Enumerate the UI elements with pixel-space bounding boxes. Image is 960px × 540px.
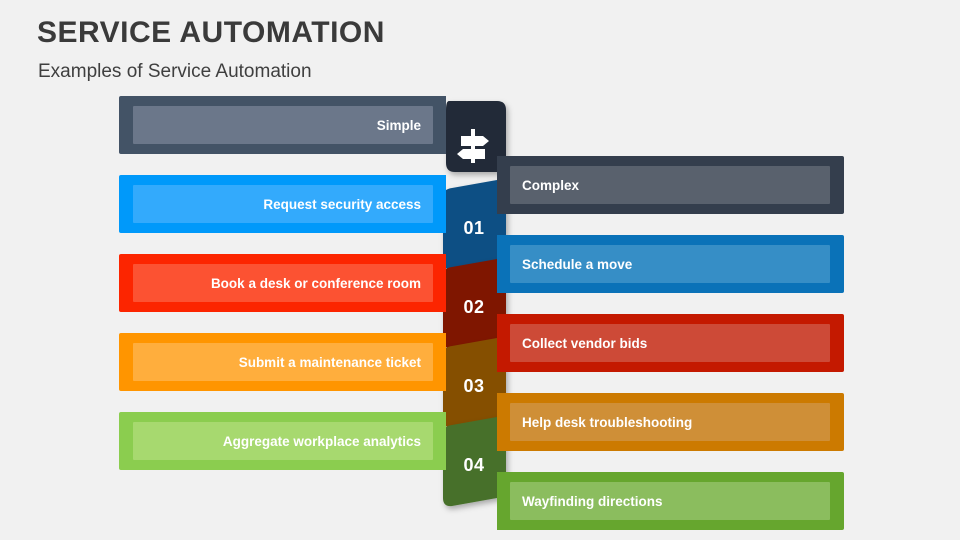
bar-right-04[interactable]: Wayfinding directions bbox=[497, 472, 844, 530]
badge-02-shape bbox=[443, 258, 506, 349]
bar-left-01-label: Request security access bbox=[263, 196, 421, 212]
page-subtitle: Examples of Service Automation bbox=[38, 61, 312, 82]
bar-right-02[interactable]: Collect vendor bids bbox=[497, 314, 844, 372]
bar-left-02[interactable]: Book a desk or conference room bbox=[119, 254, 446, 312]
bar-left-03-label: Submit a maintenance ticket bbox=[238, 354, 421, 370]
badge-01[interactable]: 01 bbox=[443, 180, 507, 268]
bar-complex-label: Complex bbox=[522, 177, 580, 193]
bar-right-02-label: Collect vendor bids bbox=[522, 335, 648, 351]
bar-right-01[interactable]: Schedule a move bbox=[497, 235, 844, 293]
bar-left-02-label: Book a desk or conference room bbox=[210, 275, 421, 291]
badge-03[interactable]: 03 bbox=[443, 338, 507, 426]
bar-left-04-label: Aggregate workplace analytics bbox=[222, 433, 421, 449]
badge-03-shape bbox=[443, 337, 506, 428]
bar-right-03-label: Help desk troubleshooting bbox=[522, 414, 693, 430]
signpost-icon bbox=[453, 128, 493, 164]
bar-right-01-label: Schedule a move bbox=[522, 256, 633, 272]
page-title: SERVICE AUTOMATION bbox=[37, 16, 385, 49]
badge-03-number: 03 bbox=[463, 375, 485, 396]
badge-04-shape bbox=[443, 416, 506, 507]
bar-right-04-label: Wayfinding directions bbox=[522, 493, 663, 509]
badge-01-shape bbox=[443, 179, 506, 270]
badge-02[interactable]: 02 bbox=[443, 259, 507, 347]
bar-simple-header[interactable]: Simple bbox=[119, 96, 446, 154]
badge-02-number: 02 bbox=[463, 296, 485, 317]
badge-04-number: 04 bbox=[463, 454, 485, 475]
badge-04[interactable]: 04 bbox=[443, 417, 507, 505]
bar-left-01[interactable]: Request security access bbox=[119, 175, 446, 233]
scale-indicator bbox=[443, 101, 507, 179]
bar-left-04[interactable]: Aggregate workplace analytics bbox=[119, 412, 446, 470]
bar-left-03[interactable]: Submit a maintenance ticket bbox=[119, 333, 446, 391]
bar-simple-label: Simple bbox=[376, 117, 421, 133]
badge-01-number: 01 bbox=[463, 217, 485, 238]
bar-complex-header[interactable]: Complex bbox=[497, 156, 844, 214]
bar-right-03[interactable]: Help desk troubleshooting bbox=[497, 393, 844, 451]
